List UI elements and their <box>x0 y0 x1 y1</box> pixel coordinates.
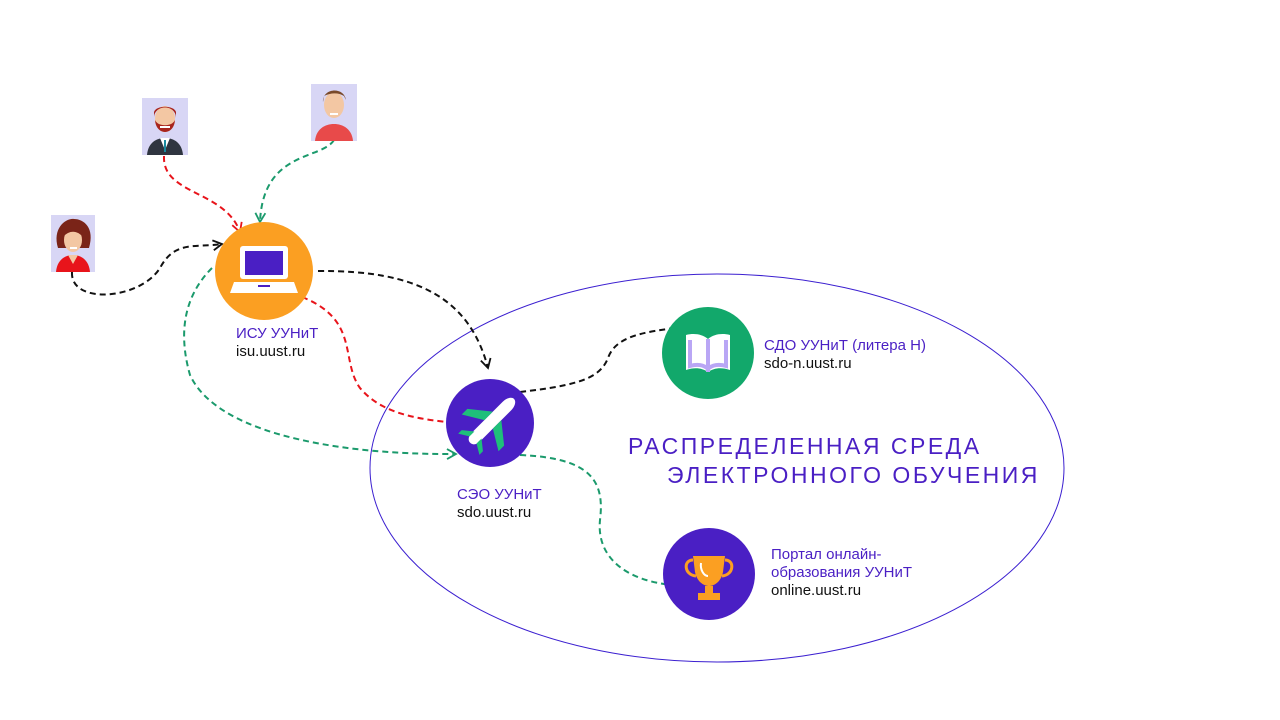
seo-name: СЭО УУНиТ <box>457 486 542 503</box>
seo-node[interactable] <box>446 379 534 467</box>
man-beard-avatar-icon[interactable] <box>142 98 188 155</box>
laptop-icon <box>230 246 298 293</box>
black-link-isu-to-seo <box>317 269 492 370</box>
woman-avatar-icon[interactable] <box>51 215 95 272</box>
portal-label: Портал онлайн- образования УУНиТ online.… <box>771 546 912 600</box>
green-link-seo-to-portal <box>519 454 689 587</box>
environment-boundary <box>369 273 1065 663</box>
green-link-isu-to-seo <box>183 267 458 460</box>
sdo-n-label: СДО УУНиТ (литера Н) sdo-n.uust.ru <box>764 337 926 373</box>
environment-title-line1: РАСПРЕДЕЛЕННАЯ СРЕДА <box>628 433 982 459</box>
seo-label: СЭО УУНиТ sdo.uust.ru <box>457 486 542 522</box>
portal-name-line1: Портал онлайн- <box>771 546 882 563</box>
isu-url[interactable]: isu.uust.ru <box>236 343 306 360</box>
man-avatar-icon[interactable] <box>311 84 357 141</box>
portal-node[interactable] <box>663 528 755 620</box>
red-link-user-to-isu <box>162 155 243 234</box>
isu-label: ИСУ УУНиТ isu.uust.ru <box>236 325 318 361</box>
sdo-n-url[interactable]: sdo-n.uust.ru <box>764 355 852 372</box>
book-icon <box>686 334 730 372</box>
portal-url[interactable]: online.uust.ru <box>771 582 862 599</box>
green-link-user-to-isu <box>254 139 335 224</box>
black-link-seo-to-sdo-n <box>519 323 699 393</box>
trophy-icon <box>684 556 734 600</box>
black-link-user-to-isu <box>70 239 224 296</box>
isu-name: ИСУ УУНиТ <box>236 325 319 342</box>
isu-node[interactable] <box>215 222 313 320</box>
airplane-icon <box>458 397 516 455</box>
portal-name-line2: образования УУНиТ <box>771 564 913 581</box>
red-link-isu-to-seo <box>301 296 467 425</box>
environment-title-line2: ЭЛЕКТРОННОГО ОБУЧЕНИЯ <box>667 462 1040 488</box>
seo-url[interactable]: sdo.uust.ru <box>457 504 532 521</box>
sdo-n-name: СДО УУНиТ (литера Н) <box>764 337 926 354</box>
sdo-n-node[interactable] <box>662 307 754 399</box>
